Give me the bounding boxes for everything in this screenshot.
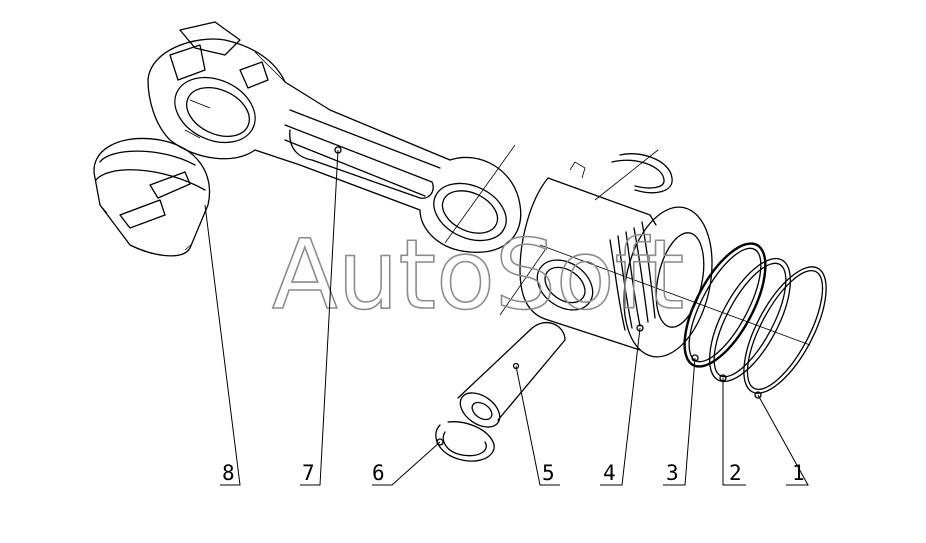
piston-part xyxy=(519,161,713,358)
leader-3 xyxy=(663,357,696,486)
ring-3-part xyxy=(683,242,767,368)
piston-pin-part xyxy=(457,321,566,428)
callout-5: 5 xyxy=(542,461,555,485)
callout-4: 4 xyxy=(603,461,616,485)
assembly-axis-lines xyxy=(444,144,811,346)
circlip-front-part xyxy=(435,421,495,462)
ring-1-part xyxy=(743,266,827,399)
callout-6: 6 xyxy=(372,461,385,485)
leader-5 xyxy=(515,365,560,486)
callout-8: 8 xyxy=(222,461,235,485)
watermark-text: AutoSoft xyxy=(272,219,684,331)
bearing-shell-part xyxy=(93,137,211,257)
callout-1: 1 xyxy=(792,461,805,485)
callout-2: 2 xyxy=(729,461,742,485)
callout-labels: 1 2 3 4 5 6 7 8 xyxy=(222,461,805,485)
leader-7 xyxy=(300,149,339,486)
leader-6 xyxy=(372,441,441,486)
callout-7: 7 xyxy=(302,461,315,485)
leader-8 xyxy=(204,204,241,486)
leader-2 xyxy=(722,378,746,486)
connecting-rod-part xyxy=(147,21,522,253)
circlip-rear-part xyxy=(611,153,673,194)
ring-2-part xyxy=(708,257,792,383)
leader-1 xyxy=(757,394,809,486)
leader-4 xyxy=(600,327,641,486)
leader-lines xyxy=(204,149,809,486)
callout-3: 3 xyxy=(666,461,679,485)
